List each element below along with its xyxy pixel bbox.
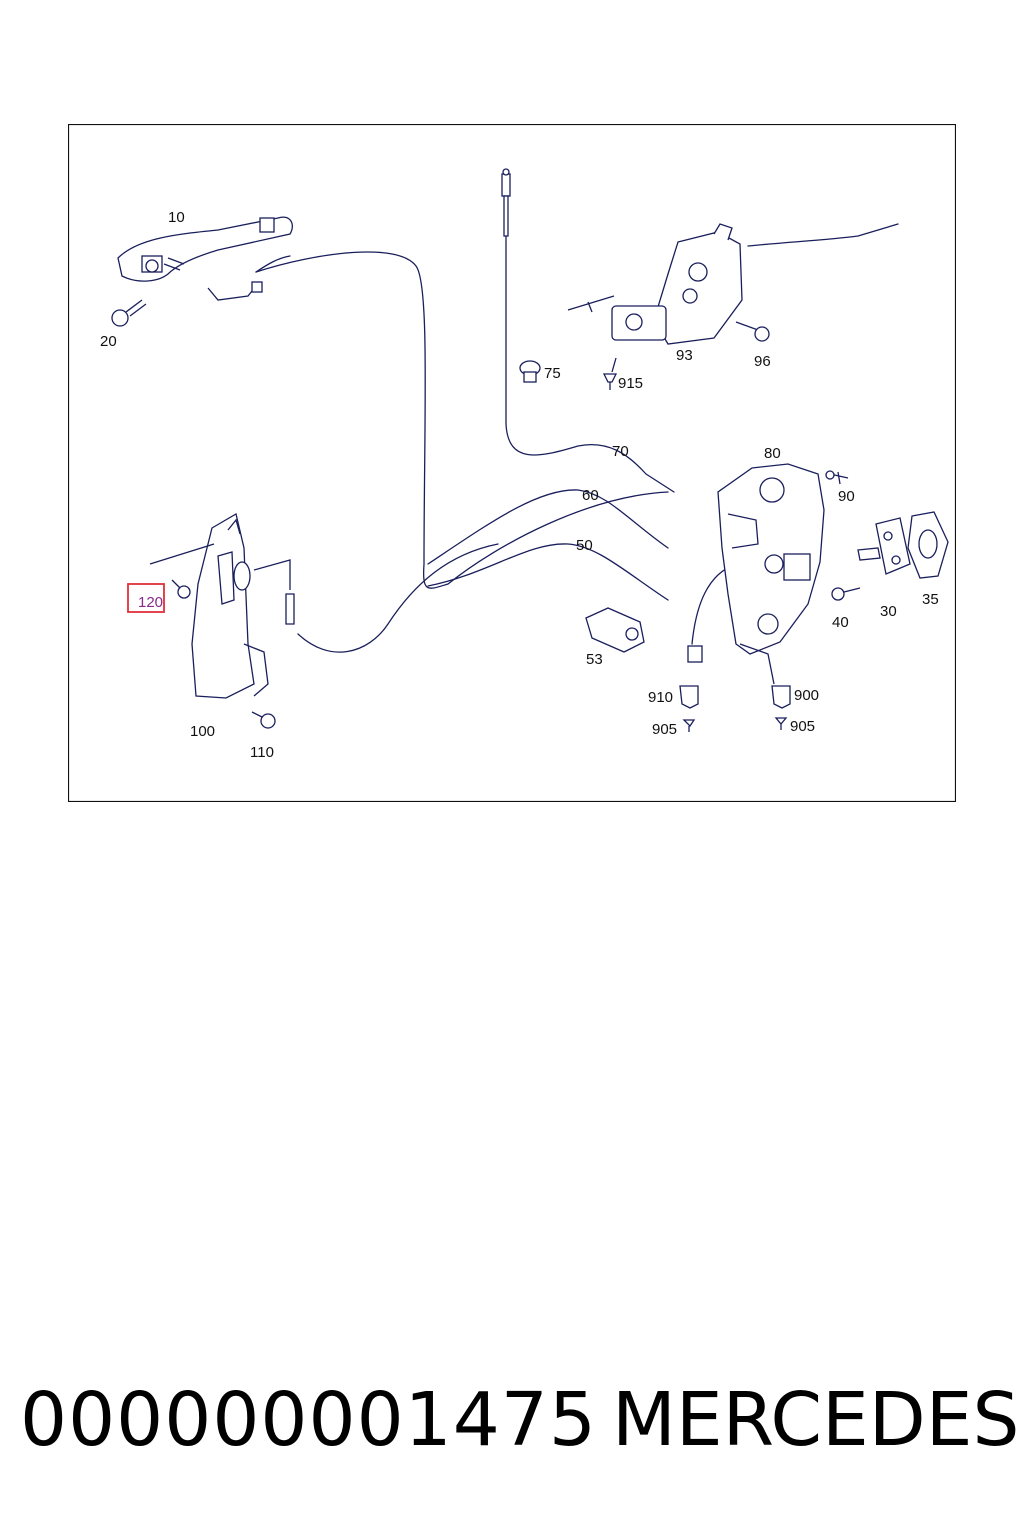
part-label-915: 915 [618,375,643,392]
part-label-120: 120 [138,594,163,611]
clip-915 [602,357,618,390]
part-label-53: 53 [586,651,603,668]
caption-bar: 000000001475 MERCEDES [0,1370,1024,1470]
actuator-93 [567,223,743,345]
part-label-75: 75 [544,365,561,382]
screw-120-leaders [149,543,291,599]
part-label-10: 10 [168,209,185,226]
inner-handle-cable [297,543,499,653]
handle-cable [255,251,669,589]
part-label-70: 70 [612,443,629,460]
cable-bracket [207,281,263,301]
top-rod [501,168,511,237]
part-label-910: 910 [648,689,673,706]
brand-name: MERCEDES [612,1377,1020,1463]
cable-60 [427,489,669,565]
part-label-110: 110 [250,744,274,761]
screw-96 [735,321,770,342]
cable-70 [505,175,675,493]
part-number: 000000001475 [20,1377,597,1463]
part-label-60: 60 [582,487,599,504]
part-label-93: 93 [676,347,693,364]
part-label-80: 80 [764,445,781,462]
part-label-100: 100 [190,723,215,740]
part-label-905b: 905 [790,718,815,735]
part-label-905a: 905 [652,721,677,738]
part-label-900: 900 [794,687,819,704]
outer-handle [117,216,293,282]
cable-top-right [747,223,899,247]
connectors-900-910 [679,643,791,732]
screw-90 [825,470,849,485]
part-label-50: 50 [576,537,593,554]
plate-35 [907,511,949,579]
screw-20 [111,299,147,327]
door-latch-80 [717,463,825,655]
part-label-35: 35 [922,591,939,608]
striker-30 [857,517,911,575]
inner-handle-100 [191,512,295,699]
part-label-40: 40 [832,614,849,631]
screw-40 [831,587,861,601]
screw-110 [251,711,276,729]
part-label-30: 30 [880,603,897,620]
part-label-96: 96 [754,353,771,370]
part-label-90: 90 [838,488,855,505]
connector-53 [585,607,645,653]
diagram-border [68,124,956,802]
highlight-box [127,583,165,613]
clip-75 [519,360,541,383]
part-label-20: 20 [100,333,117,350]
exploded-parts-diagram: 10 20 30 35 40 50 53 60 70 75 80 90 93 96 100 110 120 900… [68,124,956,802]
cable-50 [427,543,669,601]
